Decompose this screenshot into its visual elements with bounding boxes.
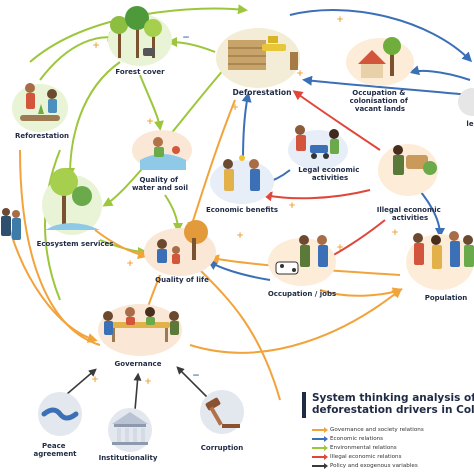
sign-minus: − bbox=[182, 33, 190, 43]
arrow-ecosystem-services-curve bbox=[4, 209, 98, 343]
legend-items: Governance and society relations Economi… bbox=[312, 425, 424, 470]
legend-title-line1: System thinking analysis of bbox=[312, 392, 474, 404]
label-deforestation: Deforestation bbox=[233, 88, 292, 97]
sign-plus: + bbox=[231, 103, 239, 113]
label-occupation-jobs: Occupation / jobs bbox=[268, 290, 336, 298]
node-right-partial: le bbox=[458, 88, 474, 128]
legend-item-policy: Policy and exogenous variables bbox=[312, 461, 424, 470]
sign-plus: + bbox=[336, 243, 344, 253]
node-forest-cover: Forest cover bbox=[108, 6, 172, 76]
node-quality-water-soil: Quality of water and soil bbox=[132, 130, 192, 192]
legend-item-governance: Governance and society relations bbox=[312, 425, 424, 434]
legend-label: Governance and society relations bbox=[330, 426, 424, 433]
arrow-top-right-loop bbox=[289, 9, 473, 63]
label-partial-right: le bbox=[466, 120, 473, 128]
node-corruption: Corruption bbox=[200, 390, 244, 452]
arrow-quality-water-to-quality-life bbox=[164, 194, 183, 233]
label-governance: Governance bbox=[115, 360, 162, 368]
node-peace-agreement: Peace agreement bbox=[33, 392, 82, 458]
orange-arrow-icon bbox=[312, 426, 328, 433]
arrow-governance-to-population bbox=[189, 288, 403, 354]
arrow-occupation-to-population bbox=[319, 287, 403, 297]
legend-item-environmental: Environmental relations bbox=[312, 443, 424, 452]
node-left-figures bbox=[1, 208, 21, 240]
arrow-ecosystem-to-quality bbox=[94, 229, 148, 260]
label-quality-of-life: Quality of life bbox=[155, 276, 209, 284]
gavel-icon bbox=[205, 397, 221, 411]
sign-plus: + bbox=[126, 259, 134, 269]
node-governance: Governance bbox=[98, 304, 182, 368]
label-quality-water-soil: Quality of water and soil bbox=[132, 176, 188, 192]
arrow-forest-cover-to-ecosystem bbox=[65, 61, 121, 178]
arrow-corruption-to-governance bbox=[176, 366, 211, 401]
legend-title: System thinking analysis of deforestatio… bbox=[312, 392, 474, 416]
blue-arrow-icon bbox=[312, 435, 328, 442]
arrow-reforestation-to-forest-cover bbox=[39, 31, 118, 81]
sign-plus: + bbox=[92, 41, 100, 51]
node-deforestation: Deforestation bbox=[216, 28, 300, 97]
label-corruption: Corruption bbox=[201, 444, 243, 452]
label-peace-agreement: Peace agreement bbox=[33, 442, 77, 458]
red-arrow-icon bbox=[312, 453, 328, 460]
policy-arrows bbox=[59, 366, 211, 411]
sign-minus: − bbox=[192, 371, 200, 381]
legend-accent-bar bbox=[302, 392, 306, 418]
handshake-icon bbox=[41, 407, 79, 421]
legend-title-line2: deforestation drivers in Colom bbox=[312, 404, 474, 416]
arrow-deforestation-to-forest-cover bbox=[167, 37, 216, 53]
label-ecosystem-services: Ecosystem services bbox=[37, 240, 114, 248]
node-illegal-activities: Illegal economic activities bbox=[377, 144, 444, 222]
sign-plus: + bbox=[146, 117, 154, 127]
sign-plus: + bbox=[336, 15, 344, 25]
arrow-illegal-to-economic-benefits bbox=[262, 189, 371, 202]
arrow-quality-life-to-governance-2 bbox=[199, 269, 281, 401]
arrow-right-to-occupation bbox=[409, 65, 471, 81]
arrow-institutionality-to-governance bbox=[133, 372, 142, 411]
dark-arrow-icon bbox=[312, 462, 328, 469]
legend-item-illegal: Illegal economic relations bbox=[312, 452, 424, 461]
sign-plus: + bbox=[296, 69, 304, 79]
legend-label: Economic relations bbox=[330, 435, 384, 442]
node-occupation-jobs: Occupation / jobs bbox=[268, 235, 336, 298]
sign-plus: + bbox=[391, 228, 399, 238]
sign-plus: + bbox=[91, 375, 99, 385]
label-institutionality: Institutionality bbox=[99, 454, 158, 462]
legend-item-economic: Economic relations bbox=[312, 434, 424, 443]
label-economic-benefits: Economic benefits bbox=[206, 206, 278, 214]
sign-plus: + bbox=[144, 377, 152, 387]
arrow-illegal-to-deforestation bbox=[292, 90, 381, 151]
arrow-economic-benefits-to-deforestation bbox=[241, 92, 252, 161]
green-arrow-icon bbox=[312, 444, 328, 451]
legend-label: Policy and exogenous variables bbox=[330, 462, 418, 469]
label-illegal-activities: Illegal economic activities bbox=[377, 206, 444, 222]
legend-label: Environmental relations bbox=[330, 444, 397, 451]
label-population: Population bbox=[425, 294, 468, 302]
arrow-governance-to-reforestation bbox=[19, 149, 101, 346]
node-quality-of-life: Quality of life bbox=[144, 220, 216, 284]
node-reforestation: Reforestation bbox=[12, 83, 69, 140]
label-reforestation: Reforestation bbox=[15, 132, 69, 140]
label-legal-activities: Legal economic activities bbox=[298, 166, 362, 182]
node-institutionality: Institutionality bbox=[99, 408, 158, 462]
arrow-forest-cover-to-quality-water bbox=[139, 74, 164, 131]
node-legal-activities: Legal economic activities bbox=[288, 125, 362, 182]
label-forest-cover: Forest cover bbox=[115, 68, 165, 76]
label-occupation-colonisation: Occupation & colonisation of vacant land… bbox=[350, 89, 411, 113]
sign-plus: + bbox=[288, 201, 296, 211]
legend-label: Illegal economic relations bbox=[330, 453, 402, 460]
legend: System thinking analysis of deforestatio… bbox=[298, 388, 474, 474]
arrow-right-to-deforestation bbox=[302, 75, 471, 96]
node-ecosystem-services: Ecosystem services bbox=[37, 168, 114, 248]
arrow-deforestation-to-quality-life bbox=[187, 99, 236, 233]
node-occupation-colonisation: Occupation & colonisation of vacant land… bbox=[346, 37, 414, 113]
sign-plus: + bbox=[236, 231, 244, 241]
arrow-forest-to-reforestation bbox=[44, 149, 61, 301]
node-economic-benefits: Economic benefits bbox=[206, 155, 278, 214]
node-population: Population bbox=[406, 231, 474, 302]
